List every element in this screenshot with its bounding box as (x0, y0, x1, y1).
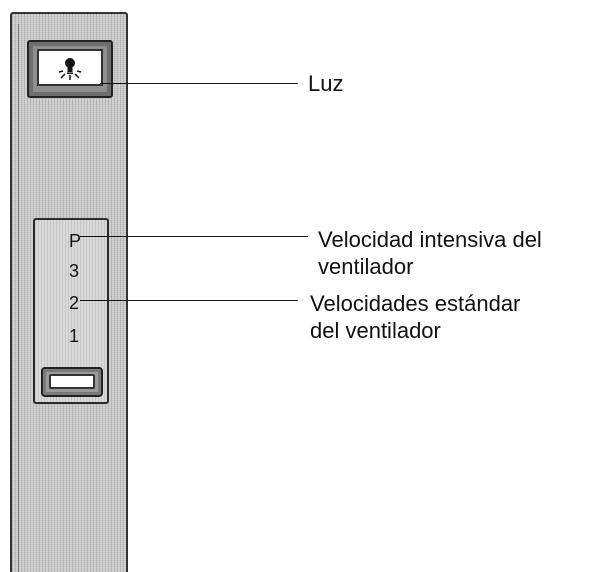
callout-boost-line1: Velocidad intensiva del (318, 227, 542, 252)
light-button-face[interactable] (37, 49, 103, 86)
leader-line-boost (80, 236, 308, 237)
light-button[interactable] (27, 40, 113, 98)
speed-label-3: 3 (69, 261, 80, 281)
light-bulb-icon (58, 57, 82, 80)
callout-light: Luz (308, 71, 344, 96)
speed-label-1: 1 (69, 326, 80, 346)
speed-label-2: 2 (69, 293, 80, 313)
speed-label-p: P (69, 231, 82, 251)
slider-knob[interactable] (41, 367, 103, 397)
slider-knob-face[interactable] (49, 374, 95, 389)
callout-standard-line2: del ventilador (310, 318, 441, 343)
leader-line-standard (80, 300, 298, 301)
callout-standard-line1: Velocidades estándar (310, 291, 521, 316)
callout-boost-line2: ventilador (318, 254, 414, 279)
fan-speed-slider[interactable]: P 3 2 1 (33, 218, 109, 404)
leader-line-light (100, 83, 298, 84)
panel-edge-line (18, 24, 19, 572)
